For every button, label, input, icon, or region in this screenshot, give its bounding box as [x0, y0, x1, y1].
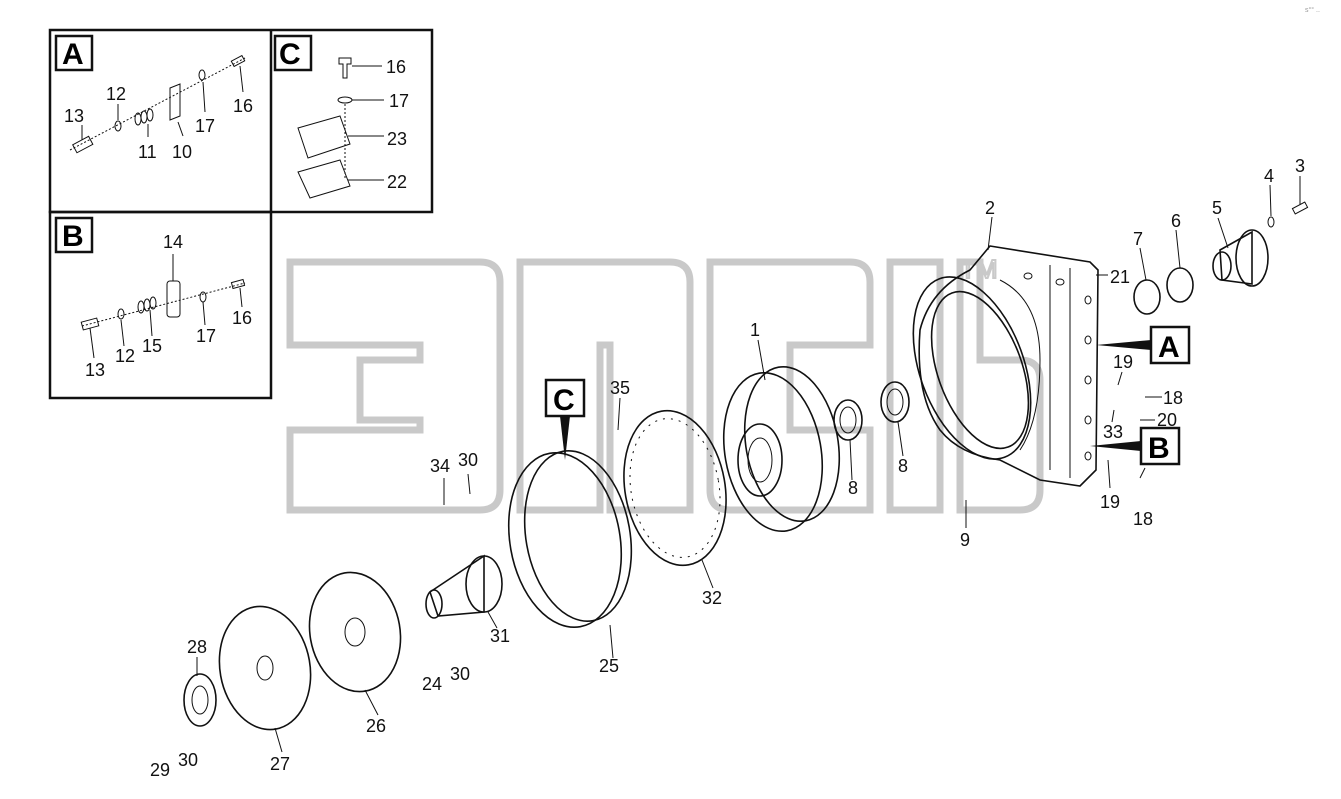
label-27: 27: [270, 754, 290, 774]
detail-box-c-tag: C: [273, 34, 313, 72]
label-24: 24: [422, 674, 442, 694]
o-ring-7: [1133, 279, 1161, 315]
bolt-3: [1291, 201, 1309, 215]
callout-b: B: [1090, 426, 1181, 466]
label-17: 17: [196, 326, 216, 346]
label-9: 9: [960, 530, 970, 550]
label-29: 29: [150, 760, 170, 780]
label-20: 20: [1157, 410, 1177, 430]
svg-text:B: B: [1148, 432, 1170, 465]
box-b-labels: 14 13 12 15 17 16: [85, 232, 252, 380]
box-b-hardware: [80, 278, 246, 331]
label-16: 16: [386, 57, 406, 77]
o-ring-6: [1166, 267, 1194, 303]
label-33: 33: [1103, 422, 1123, 442]
label-15: 15: [142, 336, 162, 356]
label-17: 17: [195, 116, 215, 136]
label-26: 26: [366, 716, 386, 736]
label-2: 2: [985, 198, 995, 218]
flex-plate-32: [623, 409, 727, 567]
label-22: 22: [387, 172, 407, 192]
svg-text:A: A: [1158, 331, 1180, 364]
label-25: 25: [599, 656, 619, 676]
drive-disk-26: [308, 571, 402, 693]
seal-8a: [833, 399, 863, 441]
label-18: 18: [1133, 509, 1153, 529]
label-19: 19: [1100, 492, 1120, 512]
label-8: 8: [848, 478, 858, 498]
drive-disk-27: [218, 605, 312, 731]
box-c-labels: 16 17 23 22: [386, 57, 409, 192]
box-a-hardware: [69, 54, 246, 154]
label-32: 32: [702, 588, 722, 608]
torque-converter: [722, 365, 841, 533]
box-a-leaders: [81, 65, 244, 140]
callout-c: C: [544, 378, 586, 460]
box-a-labels: 13 12 11 10 17 16: [64, 84, 253, 162]
svg-text:C: C: [279, 38, 301, 71]
label-34: 34: [430, 456, 450, 476]
label-7: 7: [1133, 229, 1143, 249]
watermark-logo: TM: [286, 253, 1044, 514]
detail-box-frames: [48, 28, 434, 400]
label-23: 23: [387, 129, 407, 149]
washer-4: [1267, 216, 1275, 228]
label-1: 1: [750, 320, 760, 340]
detail-box-a-tag: A: [54, 34, 94, 72]
svg-text:C: C: [553, 384, 575, 417]
detail-box-b-tag: B: [54, 216, 94, 254]
label-30: 30: [450, 664, 470, 684]
label-30: 30: [458, 450, 478, 470]
label-8: 8: [898, 456, 908, 476]
label-12: 12: [115, 346, 135, 366]
seal-8b: [880, 381, 910, 423]
main-labels: 1 2 3 4 5 6 7 8 8 9 18 18 19 19 20 21 33…: [150, 156, 1305, 780]
label-31: 31: [490, 626, 510, 646]
label-10: 10: [172, 142, 192, 162]
label-3: 3: [1295, 156, 1305, 176]
label-16: 16: [233, 96, 253, 116]
label-18: 18: [1163, 388, 1183, 408]
svg-text:B: B: [62, 220, 84, 253]
clamp-ring-28: [183, 673, 217, 727]
box-c-hardware: [297, 57, 353, 199]
svg-text:A: A: [62, 38, 84, 71]
hub-31: [425, 554, 503, 619]
output-flange: [1212, 229, 1269, 287]
main-leaders: [196, 176, 1301, 753]
label-13: 13: [85, 360, 105, 380]
label-13: 13: [64, 106, 84, 126]
label-19: 19: [1113, 352, 1133, 372]
label-5: 5: [1212, 198, 1222, 218]
label-4: 4: [1264, 166, 1274, 186]
label-21: 21: [1110, 267, 1130, 287]
box-b-leaders: [89, 254, 243, 359]
label-35: 35: [610, 378, 630, 398]
callout-a: A: [1096, 325, 1191, 365]
label-28: 28: [187, 637, 207, 657]
corner-code: s°° ..: [1305, 6, 1320, 14]
label-30: 30: [178, 750, 198, 770]
label-16: 16: [232, 308, 252, 328]
box-c-leaders: [348, 65, 384, 181]
label-12: 12: [106, 84, 126, 104]
bell-ring-25: [507, 450, 633, 628]
label-11: 11: [138, 142, 157, 162]
label-17: 17: [389, 91, 409, 111]
label-6: 6: [1171, 211, 1181, 231]
label-14: 14: [163, 232, 183, 252]
transmission-housing: [912, 245, 1099, 487]
